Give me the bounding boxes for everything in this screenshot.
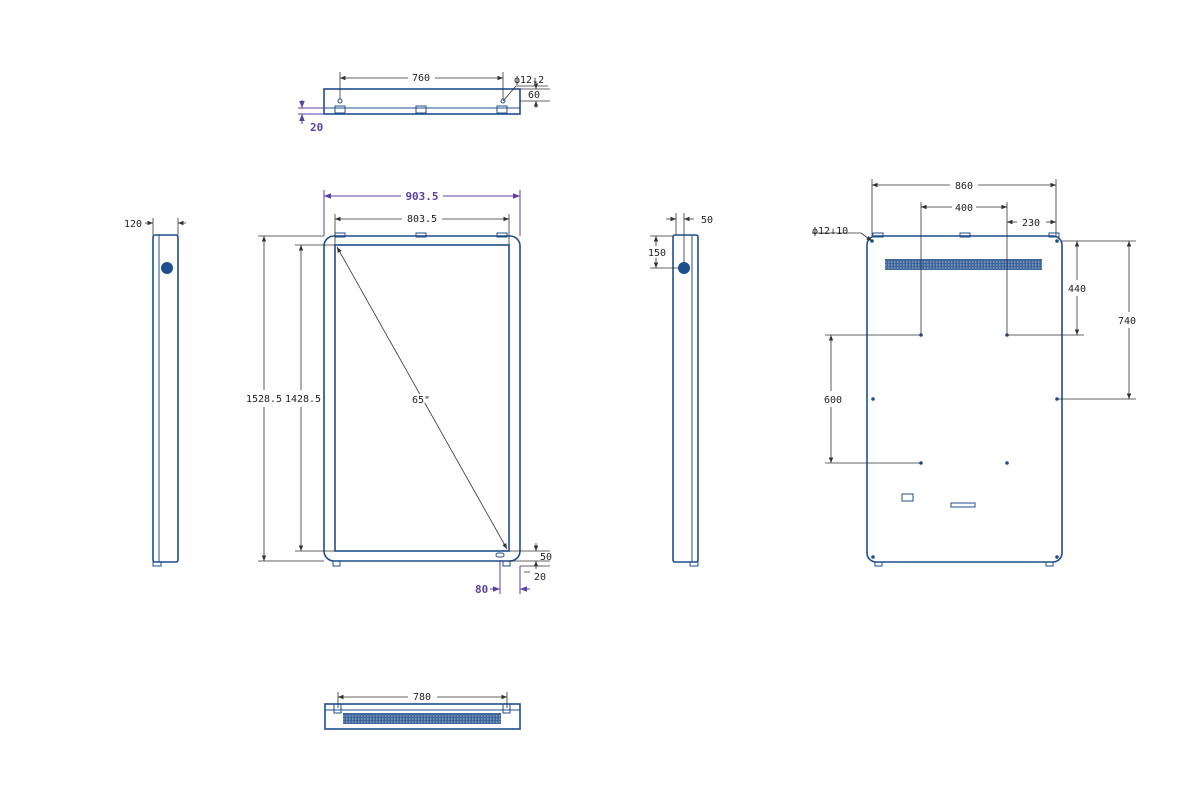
top-width-label: 760 bbox=[412, 73, 430, 84]
front-diagonal bbox=[336, 246, 508, 550]
top-view-body bbox=[323, 88, 521, 115]
front-bottom-gap-label: 50 bbox=[540, 552, 552, 563]
rear-width-label: 860 bbox=[955, 181, 973, 192]
top-view: 760 ϕ12↓2 60 20 bbox=[298, 72, 550, 134]
front-side-offset-label: 80 bbox=[475, 583, 488, 596]
bottom-view: 780 bbox=[324, 692, 521, 730]
top-hole-label: ϕ12↓2 bbox=[514, 75, 544, 86]
rear-body bbox=[866, 235, 1063, 563]
right-side-view: 50 150 bbox=[648, 213, 713, 567]
left-side-body bbox=[152, 234, 179, 563]
rear-slot bbox=[950, 502, 976, 508]
left-side-view: 120 bbox=[124, 218, 186, 567]
top-offset-label: 20 bbox=[310, 121, 323, 134]
front-view: 65" 903.5 803.5 1528.5 1428.5 50 20 bbox=[246, 190, 552, 596]
rear-upper-height-label: 440 bbox=[1068, 284, 1086, 295]
rear-vesa-height-label: 600 bbox=[824, 395, 842, 406]
rear-view: 860 400 230 ϕ12↓10 440 740 600 bbox=[812, 179, 1136, 567]
left-side-hole bbox=[161, 262, 173, 274]
rear-vent-grill bbox=[885, 259, 1042, 270]
right-depth-label: 50 bbox=[701, 215, 713, 226]
bottom-view-body bbox=[324, 703, 521, 730]
rear-port bbox=[901, 493, 914, 502]
left-depth-label: 120 bbox=[124, 219, 142, 230]
rear-vesa-width-label: 400 bbox=[955, 203, 973, 214]
right-side-hole bbox=[678, 262, 690, 274]
front-diagonal-label: 65" bbox=[412, 395, 430, 406]
top-depth-label: 60 bbox=[528, 90, 540, 101]
front-screen bbox=[334, 244, 510, 552]
bottom-width-label: 780 bbox=[413, 692, 431, 703]
front-outer-height-label: 1528.5 bbox=[246, 394, 282, 405]
rear-total-height-label: 740 bbox=[1118, 316, 1136, 327]
front-inner-width-label: 803.5 bbox=[407, 214, 437, 225]
front-outer-frame bbox=[323, 235, 521, 562]
right-side-body bbox=[672, 234, 699, 563]
rear-hole-label: ϕ12↓10 bbox=[812, 226, 848, 237]
rear-edge-offset-label: 230 bbox=[1022, 218, 1040, 229]
front-bottom-offset-label: 20 bbox=[534, 572, 546, 583]
bottom-vent-grill bbox=[343, 713, 501, 724]
front-inner-height-label: 1428.5 bbox=[285, 394, 321, 405]
front-outer-width-label: 903.5 bbox=[405, 190, 438, 203]
right-hole-height-label: 150 bbox=[648, 248, 666, 259]
